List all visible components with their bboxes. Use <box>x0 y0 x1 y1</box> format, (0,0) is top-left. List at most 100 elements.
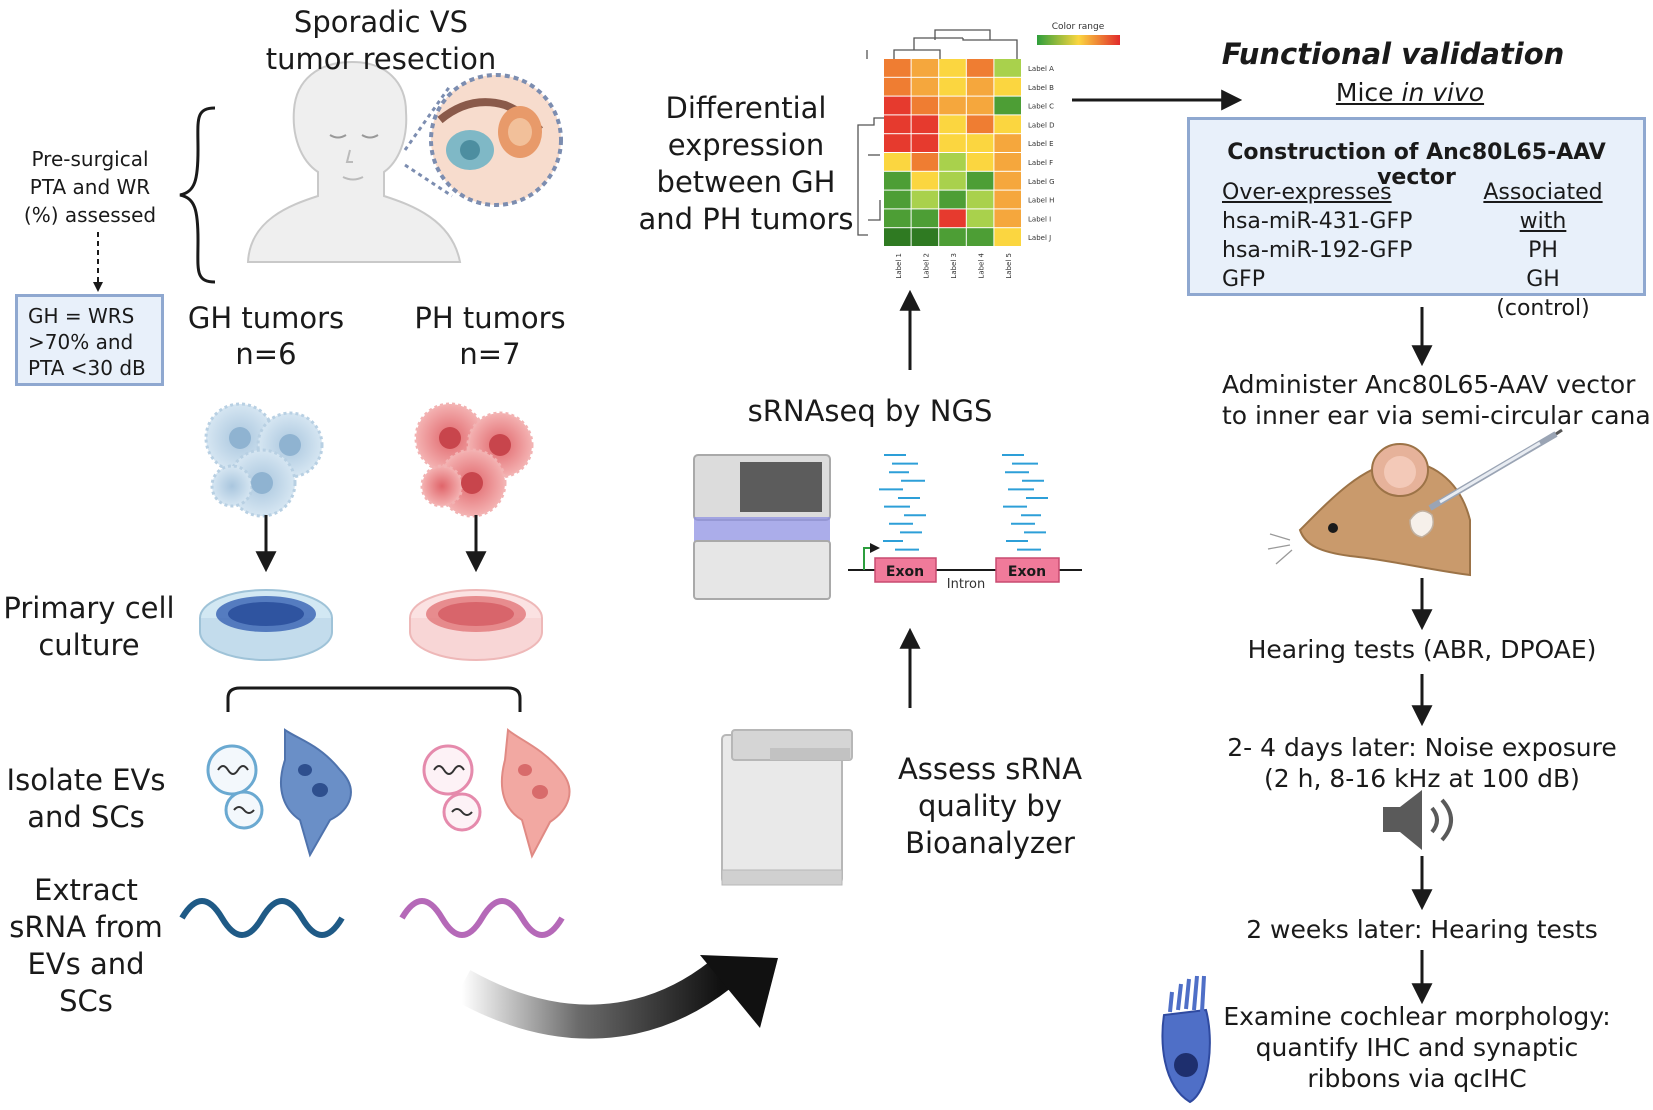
culture-line-1: Primary cell <box>3 591 175 625</box>
assess-line-1: Assess sRNA <box>897 752 1083 786</box>
heatmap-cell <box>939 134 966 152</box>
associated-row-3: (control) <box>1496 296 1590 321</box>
heatmap-cell <box>911 77 939 96</box>
vector-box-title: Construction of Anc80L65-AAV vector <box>1227 140 1606 190</box>
heatmap-cell <box>994 190 1021 209</box>
heatmap-cell <box>994 228 1021 246</box>
heatmap-col-label: Label 4 <box>978 252 986 278</box>
overexpress-row-3: GFP <box>1222 267 1265 292</box>
heatmap-cell <box>911 153 939 171</box>
mice-label: Mice <box>1335 78 1402 107</box>
heatmap-cell <box>884 190 911 209</box>
speaker-icon <box>1383 790 1453 850</box>
heatmap-cell <box>966 190 994 209</box>
heatmap-row-label: Label E <box>1028 140 1054 148</box>
heatmap-row-label: Label I <box>1028 215 1051 223</box>
heatmap-cell <box>939 77 966 96</box>
heatmap-cell <box>884 209 911 228</box>
criteria-line-3: PTA <30 dB <box>28 356 146 380</box>
gh-rna-wave <box>179 898 345 938</box>
heatmap-col-label: Label 2 <box>922 253 930 279</box>
exon-label-2: Exon <box>1008 564 1046 580</box>
culture-line-2: culture <box>38 628 140 662</box>
heatmap-cell <box>994 59 1021 77</box>
heatmap-cell <box>966 171 994 190</box>
extract-line-4: SCs <box>59 984 113 1018</box>
overexpresses-column: Over-expresses hsa-miR-431-GFP hsa-miR-1… <box>1222 178 1412 294</box>
heatmap-cell <box>939 190 966 209</box>
gh-tumor-cells <box>204 402 324 518</box>
heatmap-cell <box>884 77 911 96</box>
heatmap-cell <box>966 153 994 171</box>
curved-arrow <box>453 961 731 1039</box>
administer-line-2: to inner ear via semi-circular canal <box>1222 401 1653 430</box>
heatmap-row-label: Label H <box>1028 197 1054 205</box>
isolate-line-1: Isolate EVs <box>6 763 166 797</box>
heatmap-cell <box>939 171 966 190</box>
hearing-tests-label: Hearing tests (ABR, DPOAE) <box>1247 635 1597 664</box>
heatmap-row-label: Label F <box>1028 159 1053 167</box>
heatmap-cell <box>994 96 1021 115</box>
heatmap-row-label: Label A <box>1028 65 1054 73</box>
heatmap-cell <box>994 153 1021 171</box>
gh-culture-dish <box>199 589 333 661</box>
heatmap-cell <box>884 96 911 115</box>
associated-row-2: GH <box>1526 267 1560 292</box>
curved-arrow-head <box>700 955 778 1028</box>
mice-in-vivo: Mice in vivo <box>1260 78 1560 108</box>
heatmap-cell <box>939 96 966 115</box>
extract-line-2: sRNA from <box>9 910 163 944</box>
heatmap-col-label: Label 1 <box>895 253 903 279</box>
heatmap-dendrogram <box>857 29 1018 236</box>
ph-culture-dish <box>409 589 543 661</box>
heatmap-cell <box>966 115 994 134</box>
heatmap-cell <box>911 190 939 209</box>
ph-tumors-n: n=7 <box>459 337 521 371</box>
examine-line-2: quantify IHC and synaptic <box>1255 1033 1579 1062</box>
diff-line-2: expression <box>667 128 825 162</box>
srnaseq-label: sRNAseq by NGS <box>747 394 993 428</box>
heatmap-cell <box>911 209 939 228</box>
heatmap-cell <box>884 134 911 152</box>
gh-criteria-box: GH = WRS >70% and PTA <30 dB <box>15 294 164 386</box>
heatmap-cell <box>966 59 994 77</box>
ph-tumor-cells <box>414 402 534 518</box>
heatmap-cell <box>966 96 994 115</box>
ph-evs-and-scs <box>422 728 571 859</box>
diff-line-3: between GH <box>656 165 836 199</box>
heatmap-row-label: Label J <box>1028 234 1051 242</box>
administer-line-1: Administer Anc80L65-AAV vector <box>1222 370 1636 399</box>
intron-label: Intron <box>947 577 985 592</box>
ph-tumors-label: PH tumors <box>414 301 566 335</box>
heatmap-cell <box>911 228 939 246</box>
heatmap-cell <box>884 115 911 134</box>
heatmap-cell <box>911 59 939 77</box>
ph-rna-wave <box>399 898 565 938</box>
heatmap-cell <box>939 228 966 246</box>
associated-row-1: PH <box>1528 238 1558 263</box>
title-resection: tumor resection <box>265 42 497 76</box>
heatmap-cell <box>884 228 911 246</box>
isolate-line-2: and SCs <box>27 800 145 834</box>
associated-column: Associated with PH GH (control) <box>1458 178 1628 323</box>
gene-model <box>848 543 1082 583</box>
gh-tumors-label: GH tumors <box>187 301 345 335</box>
heatmap-cell <box>911 96 939 115</box>
gh-tumors-n: n=6 <box>235 337 297 371</box>
bioanalyzer-instrument <box>721 729 853 886</box>
overexpresses-header: Over-expresses <box>1222 180 1392 205</box>
color-range-bar <box>1037 35 1120 45</box>
heatmap-cell <box>884 59 911 77</box>
heatmap <box>884 59 1021 246</box>
heatmap-cell <box>884 171 911 190</box>
heatmap-cell <box>994 77 1021 96</box>
heatmap-row-label: Label D <box>1028 121 1055 129</box>
heatmap-col-label: Label 5 <box>1005 253 1013 279</box>
noise-line-2: (2 h, 8-16 kHz at 100 dB) <box>1264 764 1580 793</box>
overexpress-row-1: hsa-miR-431-GFP <box>1222 209 1413 234</box>
patient-head-illustration <box>246 60 462 263</box>
criteria-line-1: GH = WRS <box>28 304 135 328</box>
